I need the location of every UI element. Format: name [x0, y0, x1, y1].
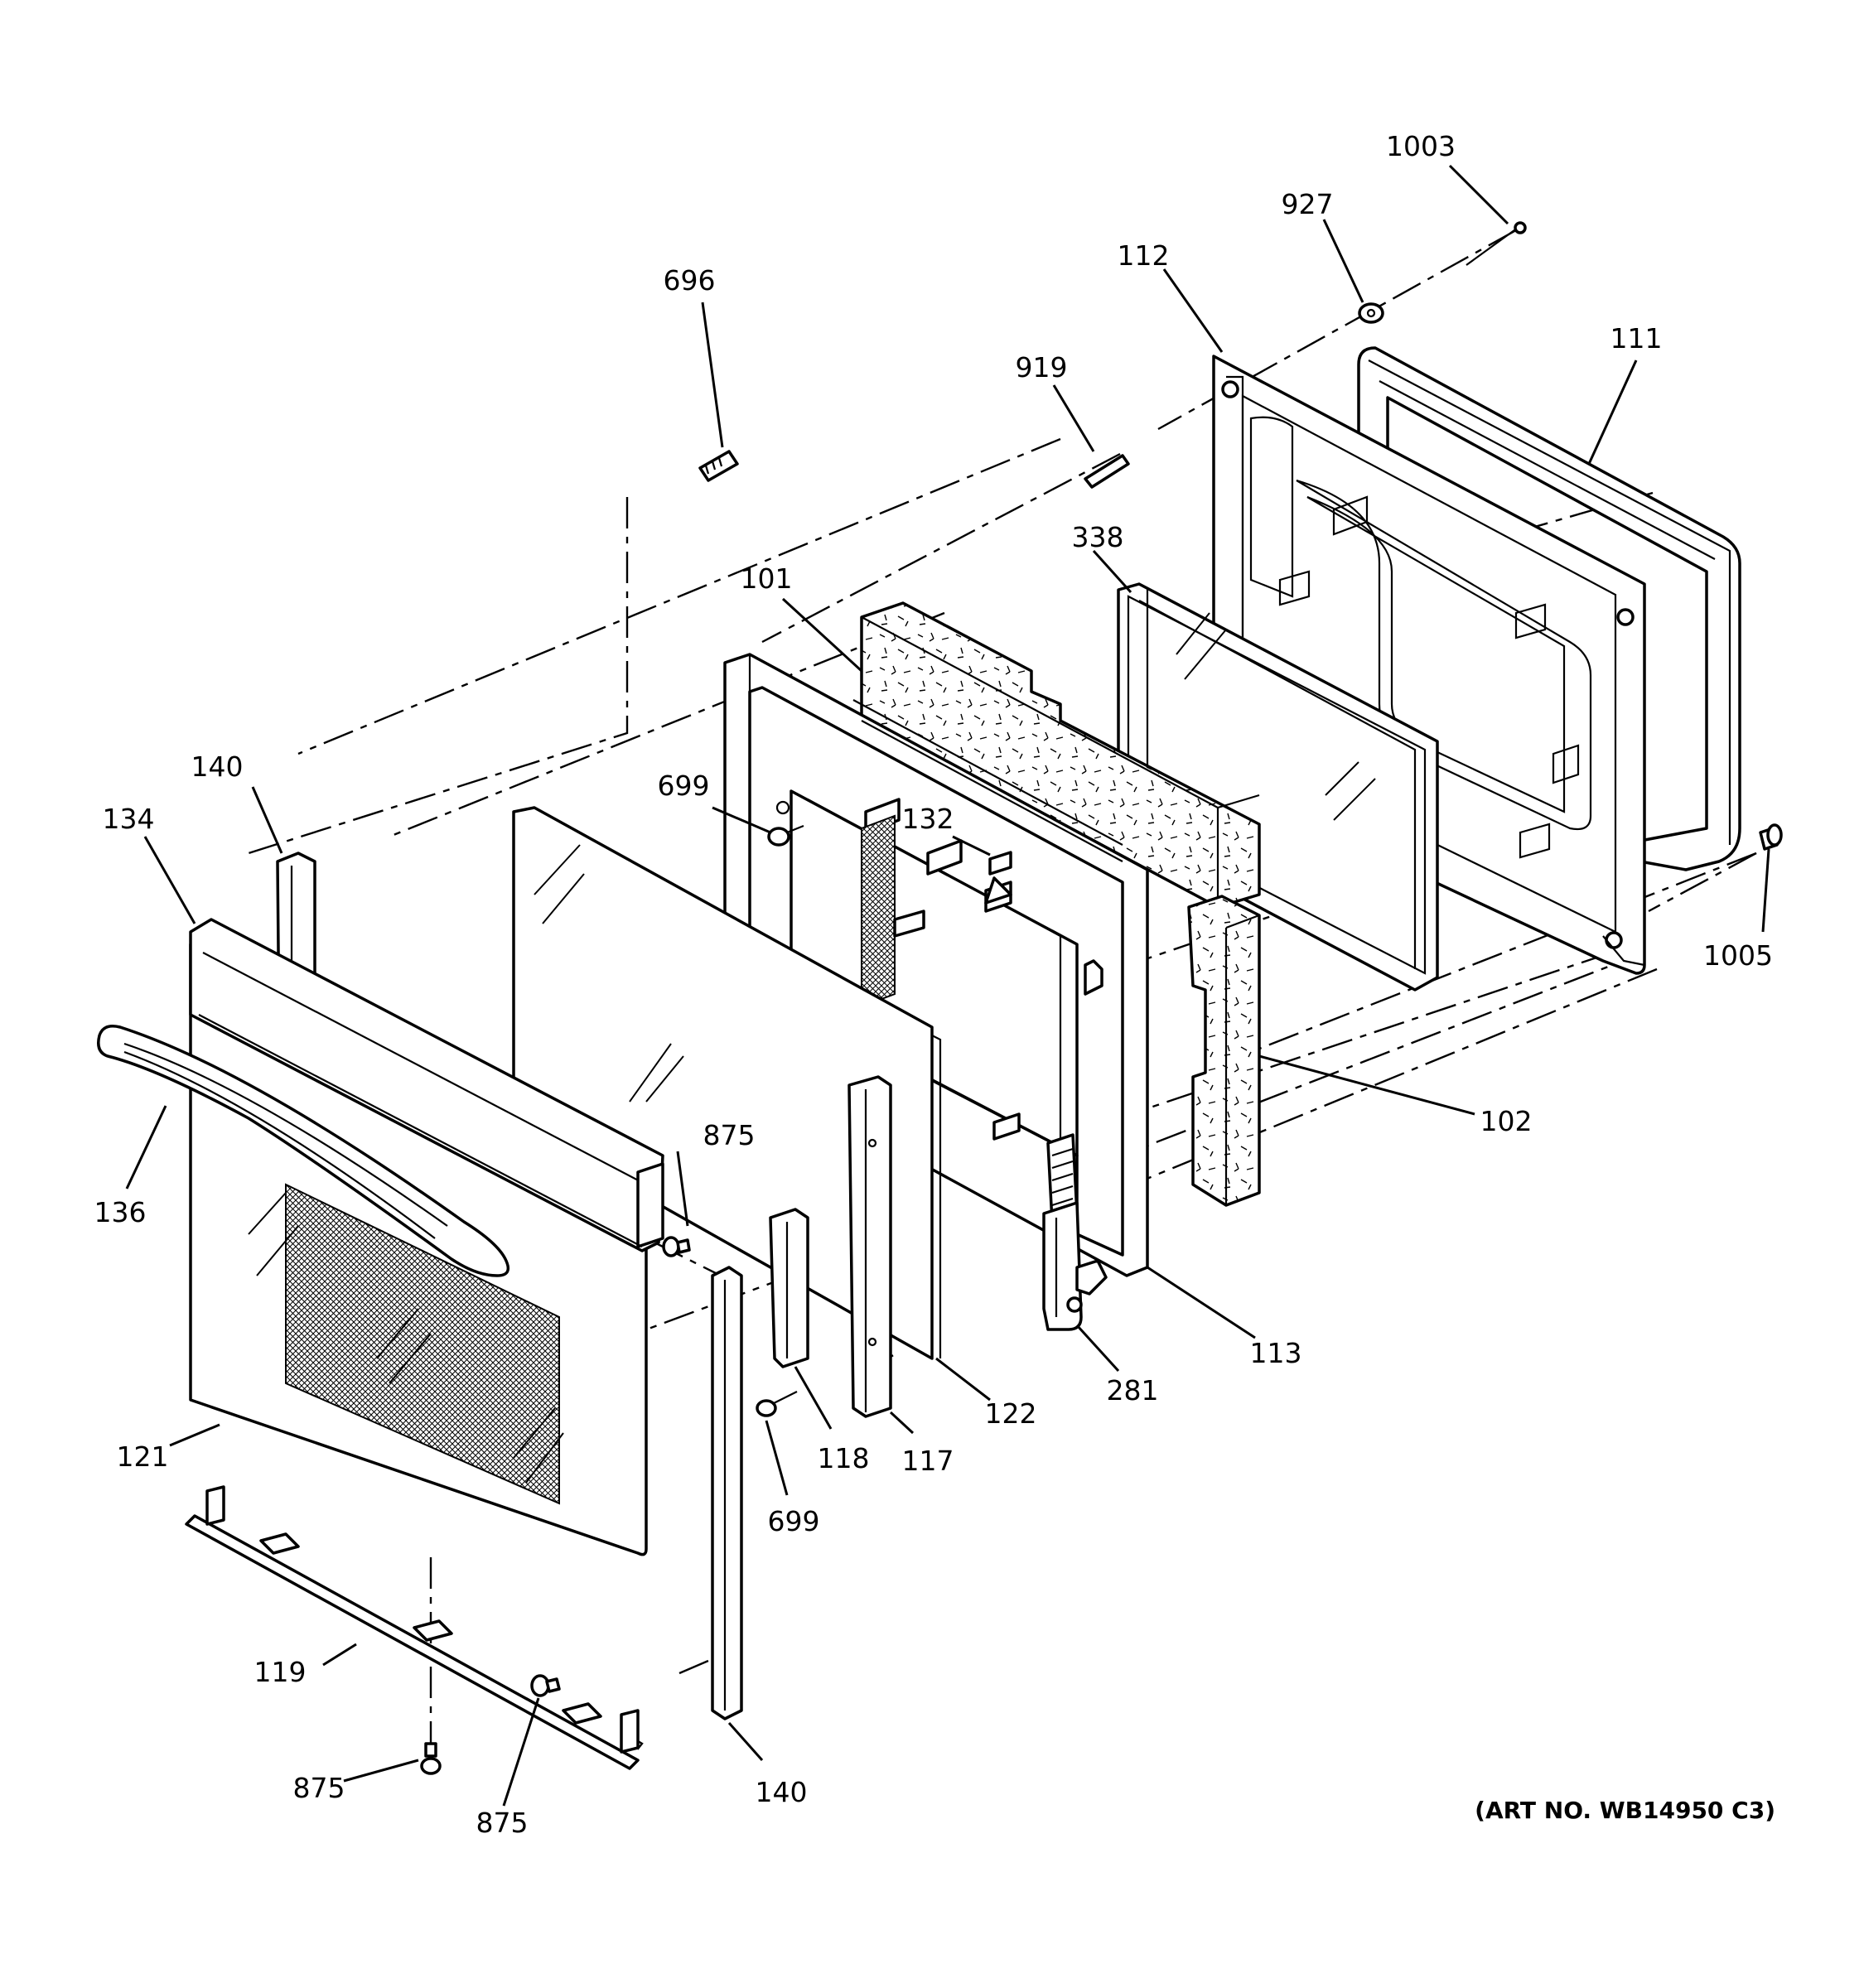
callout-117: 117	[902, 1445, 954, 1477]
callout-121: 121	[117, 1440, 169, 1473]
screw-696	[698, 450, 739, 482]
screw-875-lower-right	[530, 1674, 561, 1697]
callout-labels: 1003 927 112 111 696 919 338 101 699 132…	[94, 130, 1776, 1839]
callout-1003: 1003	[1386, 130, 1456, 162]
callout-111: 111	[1610, 322, 1663, 355]
screw-699-upper	[767, 824, 804, 847]
screw-1003	[1466, 221, 1527, 266]
bracket-132	[988, 851, 1012, 876]
leader-lines	[125, 164, 1770, 1807]
callout-927: 927	[1282, 188, 1334, 220]
callout-919: 919	[1016, 351, 1068, 384]
screw-875-upper	[662, 1236, 691, 1257]
callout-699-lower: 699	[768, 1505, 820, 1537]
top-trim-134	[189, 918, 664, 1252]
screw-1005	[1759, 823, 1783, 851]
callout-136: 136	[94, 1196, 147, 1228]
outer-glass-122	[512, 806, 942, 1360]
bottom-trim-119	[185, 1485, 640, 1770]
screw-699-lower	[756, 1391, 798, 1417]
callout-1005: 1005	[1703, 939, 1773, 972]
callout-875-lower-right: 875	[476, 1807, 529, 1839]
callout-875-lower-left: 875	[293, 1772, 345, 1804]
callout-338: 338	[1072, 521, 1124, 553]
screw-875-lower-left	[420, 1742, 442, 1775]
callout-113: 113	[1250, 1337, 1302, 1369]
side-insulation-102	[1187, 895, 1261, 1207]
door-handle-136	[97, 1025, 510, 1277]
bracket-118	[769, 1208, 809, 1368]
callout-134: 134	[103, 803, 155, 835]
hinge-281	[1042, 1133, 1108, 1331]
callout-132: 132	[902, 803, 954, 835]
side-channel-117	[847, 1075, 892, 1418]
callout-875-upper: 875	[703, 1119, 756, 1151]
callout-101: 101	[741, 562, 793, 595]
callout-140-upper: 140	[191, 750, 244, 783]
outer-door-panel-121	[189, 934, 648, 1556]
callout-102: 102	[1480, 1105, 1533, 1137]
side-trim-140-lower	[711, 1266, 743, 1720]
callout-696: 696	[664, 264, 716, 297]
callout-699-upper: 699	[658, 770, 710, 802]
callout-118: 118	[818, 1442, 870, 1474]
callout-140-lower: 140	[756, 1776, 808, 1808]
washer-927	[1358, 302, 1384, 324]
callout-281: 281	[1107, 1374, 1159, 1407]
callout-112: 112	[1118, 239, 1170, 272]
art-number: (ART NO. WB14950 C3)	[1475, 1797, 1775, 1824]
pin-919	[1084, 454, 1130, 489]
callout-122: 122	[985, 1397, 1037, 1430]
callout-119: 119	[254, 1656, 307, 1688]
door-frame-113	[723, 653, 1149, 1277]
